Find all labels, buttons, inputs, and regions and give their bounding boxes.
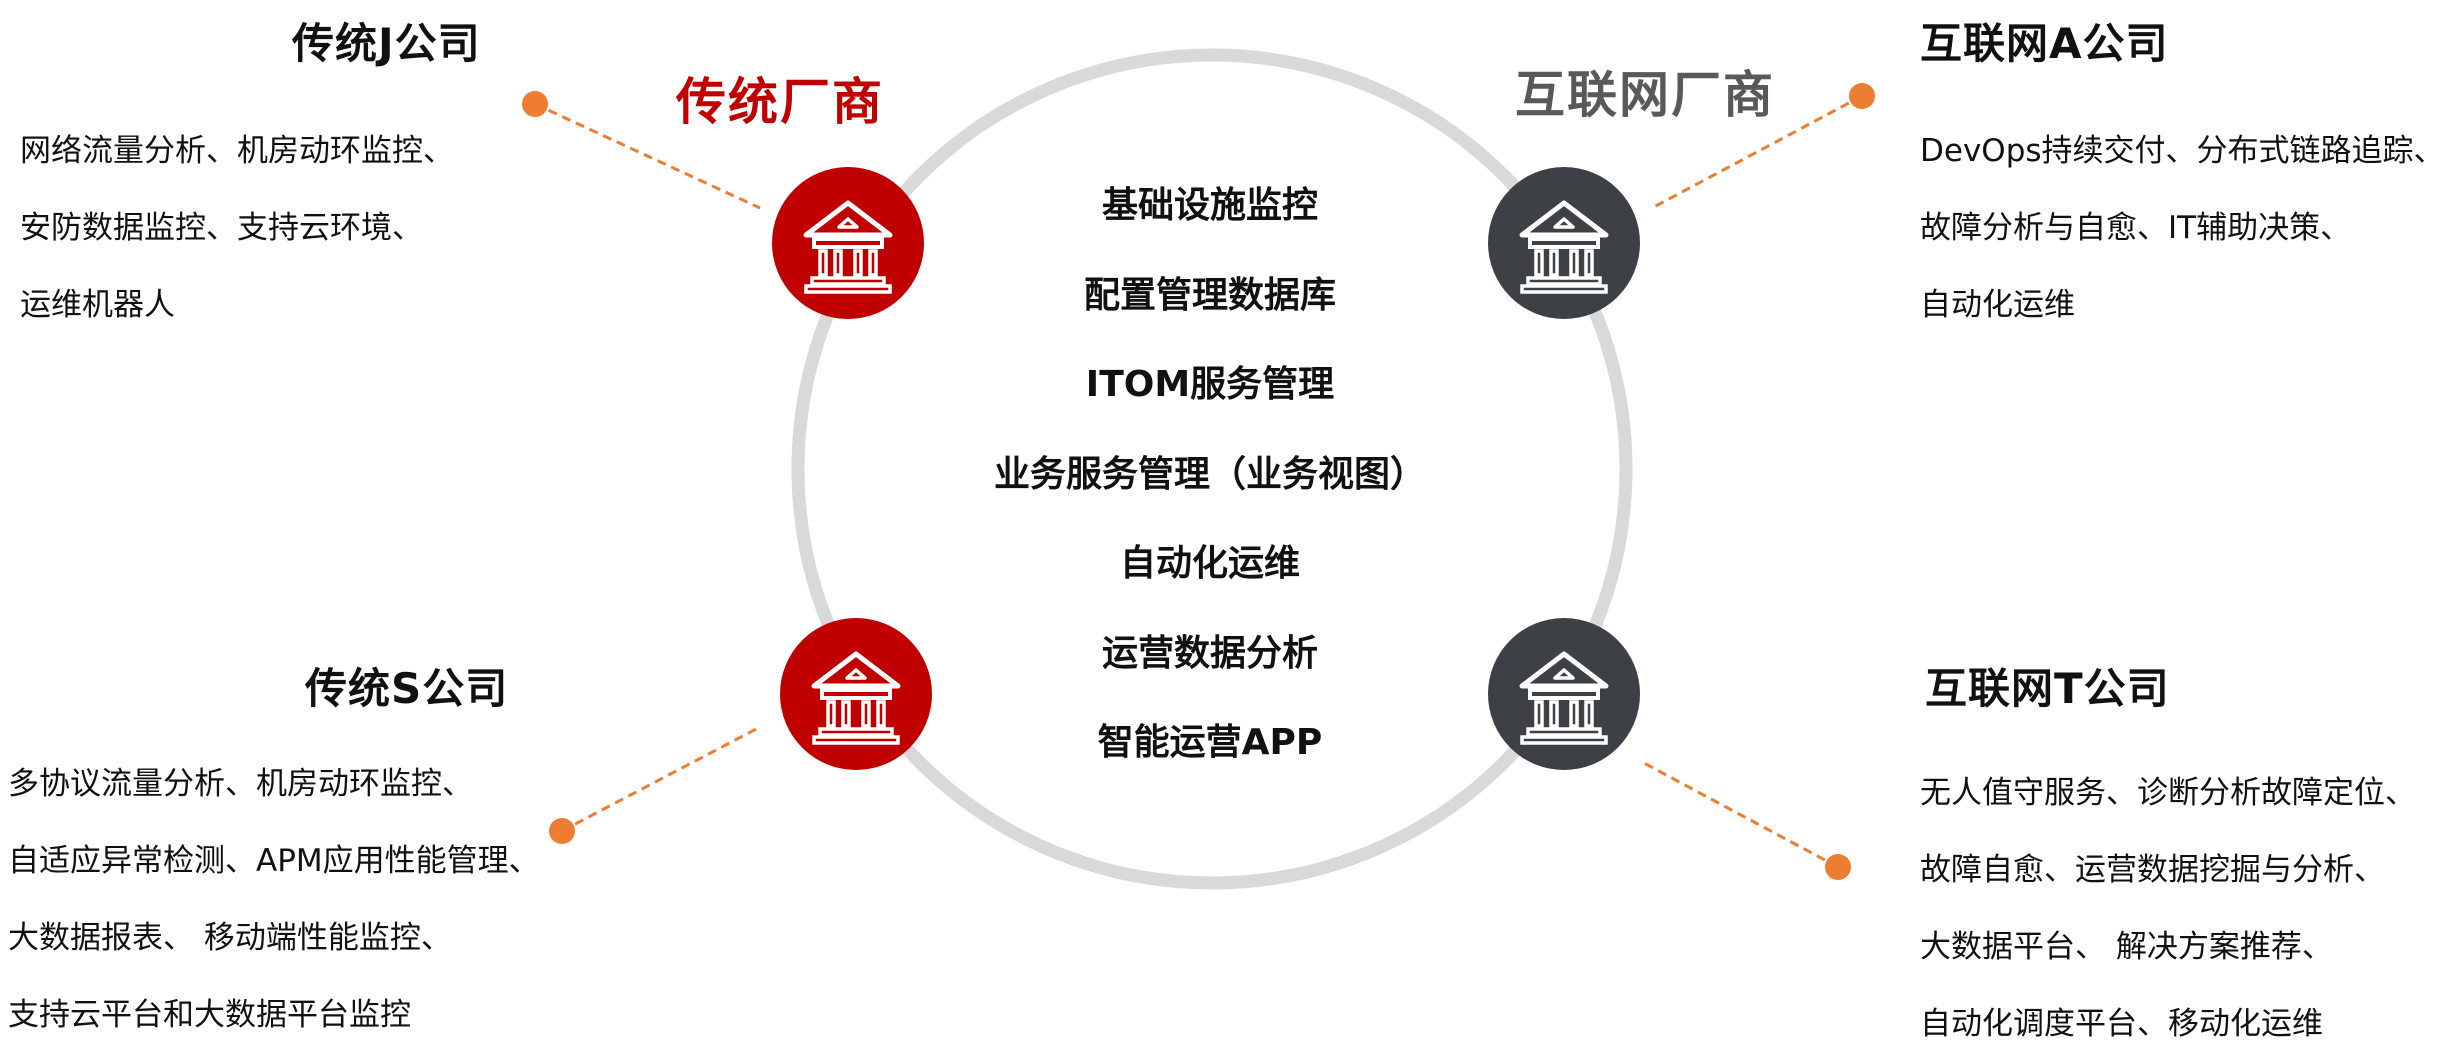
node-internet-t — [1488, 618, 1640, 770]
capability-list: 基础设施监控 配置管理数据库 ITOM服务管理 业务服务管理（业务视图） 自动化… — [930, 172, 1490, 799]
vendor-ecosystem-diagram — [522, 48, 1875, 890]
feature-line: 自适应异常检测、APM应用性能管理、 — [8, 843, 540, 879]
connector-a — [1651, 83, 1875, 210]
capability-item: 基础设施监控 — [1101, 185, 1318, 226]
feature-line: 多协议流量分析、机房动环监控、 — [8, 766, 473, 802]
node-internet-a — [1488, 167, 1640, 319]
capability-item: ITOM服务管理 — [1085, 364, 1335, 405]
capability-item: 配置管理数据库 — [1083, 274, 1336, 316]
company-a-features: DevOps持续交付、分布式链路追踪、 故障分析与自愈、IT辅助决策、 自动化运… — [1920, 113, 2440, 344]
internet-vendor-label: 互联网厂商 — [1515, 66, 1775, 124]
capability-item: 自动化运维 — [1119, 543, 1300, 584]
connector-dot-t — [1825, 854, 1851, 880]
feature-line: 大数据报表、 移动端性能监控、 — [8, 920, 452, 956]
company-s-features: 多协议流量分析、机房动环监控、 自适应异常检测、APM应用性能管理、 大数据报表… — [8, 746, 540, 1054]
feature-line: 故障分析与自愈、IT辅助决策、 — [1920, 210, 2352, 246]
feature-line: 无人值守服务、诊断分析故障定位、 — [1920, 775, 2416, 811]
feature-line: 大数据平台、 解决方案推荐、 — [1920, 929, 2333, 965]
company-a-title: 互联网A公司 — [1920, 19, 2169, 68]
feature-line: 自动化调度平台、移动化运维 — [1920, 1006, 2323, 1042]
company-j-features: 网络流量分析、机房动环监控、 安防数据监控、支持云环境、 运维机器人 — [20, 113, 454, 344]
feature-line: DevOps持续交付、分布式链路追踪、 — [1920, 133, 2440, 169]
feature-line: 安防数据监控、支持云环境、 — [20, 210, 423, 246]
connector-dot-a — [1849, 83, 1875, 109]
capability-item: 智能运营APP — [1097, 722, 1323, 763]
central-ring — [791, 48, 1633, 890]
company-s-title: 传统S公司 — [305, 664, 509, 713]
connector-s — [549, 725, 761, 844]
capability-item: 运营数据分析 — [1101, 632, 1318, 674]
feature-line: 自动化运维 — [1920, 287, 2075, 323]
company-j-title: 传统J公司 — [292, 19, 481, 68]
feature-line: 网络流量分析、机房动环监控、 — [20, 133, 454, 169]
connector-dot-s — [549, 818, 575, 844]
capability-item: 业务服务管理（业务视图） — [993, 453, 1426, 495]
node-traditional-j — [772, 167, 924, 319]
company-t-title: 互联网T公司 — [1925, 664, 2170, 713]
feature-line: 故障自愈、运营数据挖掘与分析、 — [1920, 852, 2385, 888]
traditional-vendor-label: 传统厂商 — [676, 73, 884, 131]
feature-line: 支持云平台和大数据平台监控 — [8, 997, 411, 1033]
feature-line: 运维机器人 — [20, 287, 175, 323]
connector-t — [1641, 760, 1851, 880]
node-traditional-s — [780, 618, 932, 770]
connector-dot-j — [522, 91, 548, 117]
company-t-features: 无人值守服务、诊断分析故障定位、 故障自愈、运营数据挖掘与分析、 大数据平台、 … — [1920, 755, 2416, 1063]
connector-j — [522, 91, 761, 210]
